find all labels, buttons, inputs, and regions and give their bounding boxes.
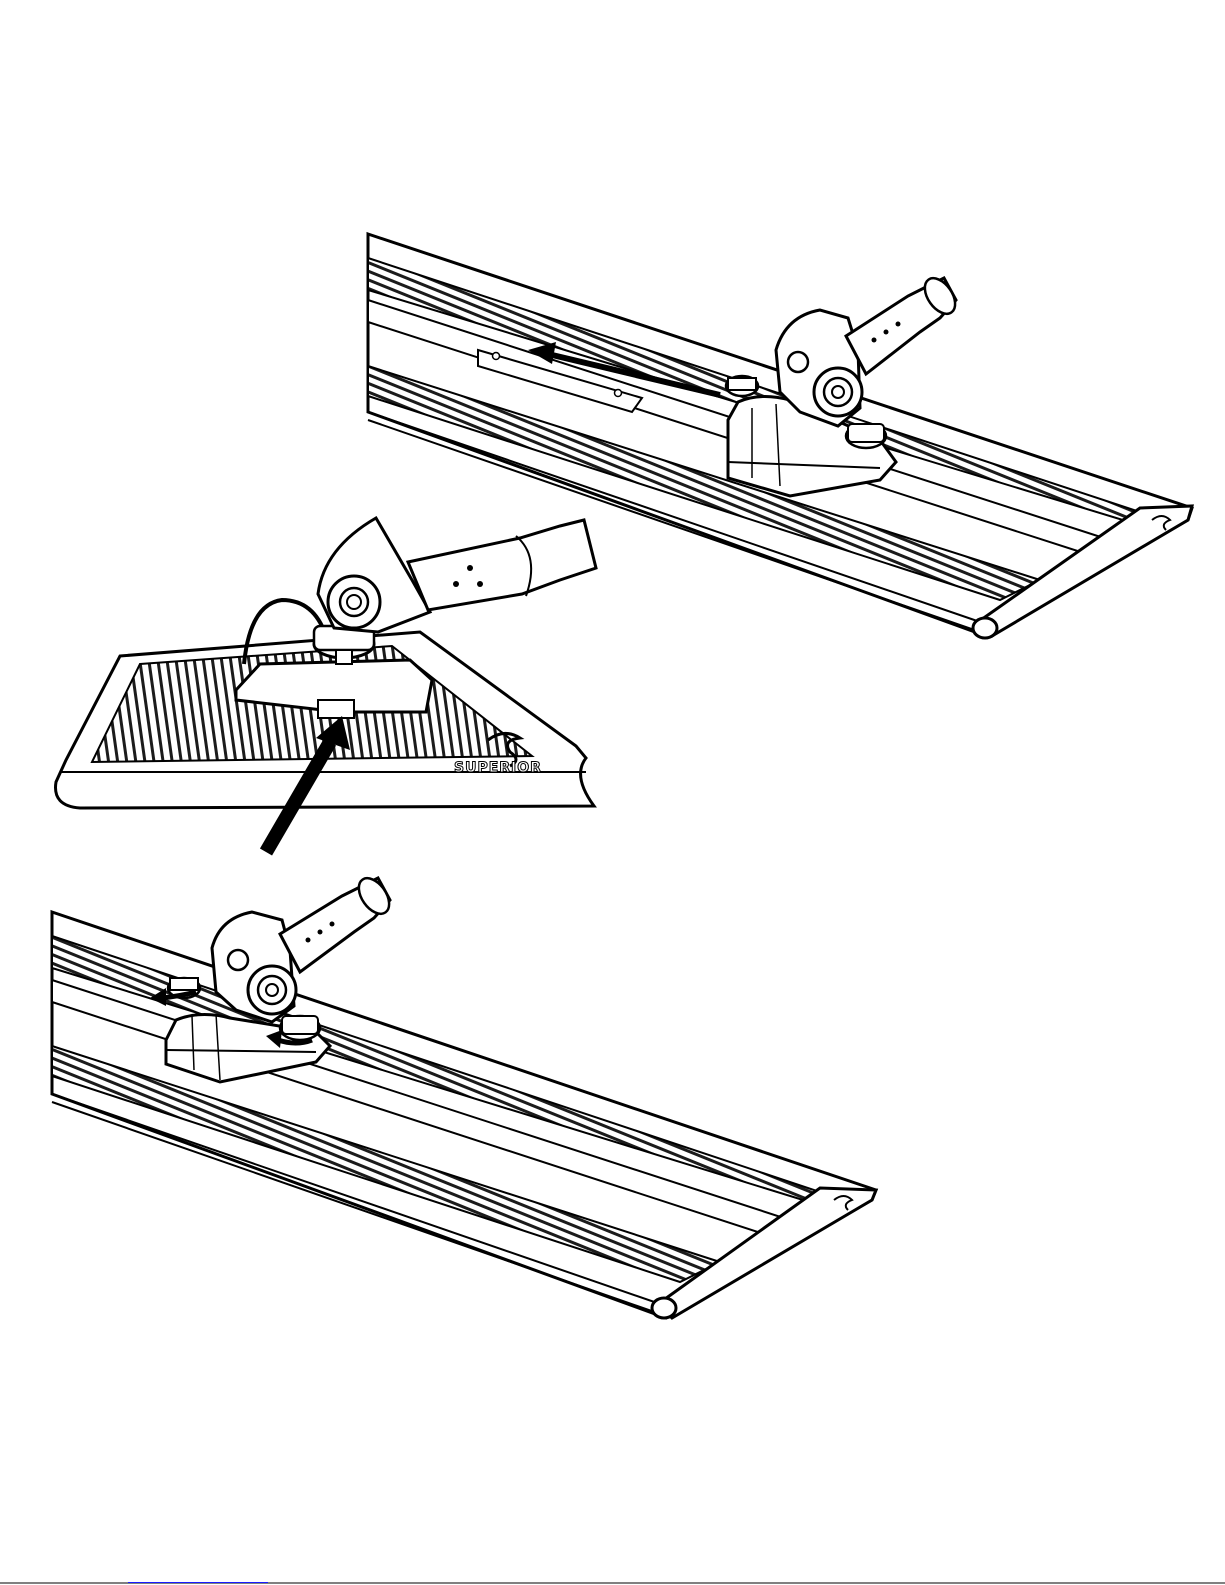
- figure-bottom-rail-assembly: [52, 873, 876, 1318]
- knob-left-icon: [726, 376, 758, 396]
- knob-right-bottom-icon: [280, 1016, 320, 1040]
- logo-wordmark: SUPERIOR: [454, 760, 542, 776]
- handle-tube-middle: [408, 520, 596, 610]
- knob-right-icon: [846, 424, 886, 448]
- figure-middle-handle-base: SUPERIOR: [56, 518, 597, 852]
- footer-link-underline[interactable]: [128, 1570, 268, 1583]
